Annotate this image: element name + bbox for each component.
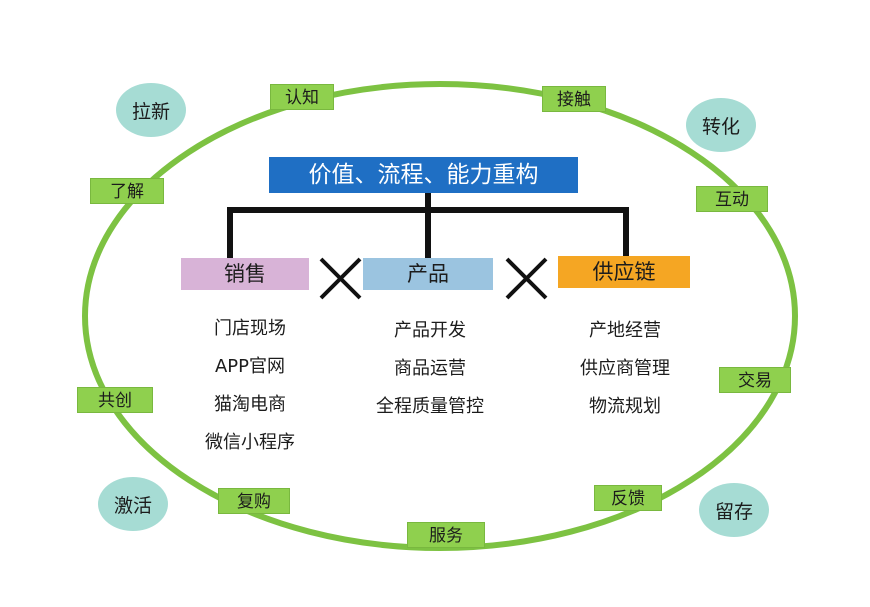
category-supply-chain: 供应链 xyxy=(558,256,690,288)
diagram-title: 价值、流程、能力重构 xyxy=(269,157,578,193)
connector-tree xyxy=(227,190,629,260)
list-item: 门店现场 xyxy=(214,318,286,339)
ring-tag-interaction: 互动 xyxy=(696,186,768,212)
list-item: 微信小程序 xyxy=(205,432,295,453)
bubble-acquisition: 拉新 xyxy=(116,83,186,137)
bubble-activation: 激活 xyxy=(98,477,168,531)
cycle-ring xyxy=(82,81,798,551)
ring-tag-awareness: 认知 xyxy=(270,84,334,110)
ring-tag-transaction: 交易 xyxy=(719,367,791,393)
list-item: 商品运营 xyxy=(394,358,466,379)
list-item: 产品开发 xyxy=(394,320,466,341)
list-item: 物流规划 xyxy=(589,396,661,417)
ring-tag-service: 服务 xyxy=(407,522,485,548)
supply-chain-item-list: 产地经营 供应商管理 物流规划 xyxy=(550,312,700,426)
ring-tag-feedback: 反馈 xyxy=(594,485,662,511)
product-item-list: 产品开发 商品运营 全程质量管控 xyxy=(350,312,510,426)
list-item: 供应商管理 xyxy=(580,358,670,379)
category-sales: 销售 xyxy=(181,258,309,290)
ring-tag-repurchase: 复购 xyxy=(218,488,290,514)
ring-tag-contact: 接触 xyxy=(542,86,606,112)
bubble-retention: 留存 xyxy=(699,483,769,537)
list-item: 产地经营 xyxy=(589,320,661,341)
sales-item-list: 门店现场 APP官网 猫淘电商 微信小程序 xyxy=(180,310,320,462)
ring-tag-cocreation: 共创 xyxy=(77,387,153,413)
list-item: 全程质量管控 xyxy=(376,396,484,417)
category-product: 产品 xyxy=(363,258,493,290)
cross-icon xyxy=(319,257,362,300)
list-item: 猫淘电商 xyxy=(214,394,286,415)
list-item: APP官网 xyxy=(214,356,286,377)
cross-icon xyxy=(505,257,548,300)
bubble-conversion: 转化 xyxy=(686,98,756,152)
ring-tag-understand: 了解 xyxy=(90,178,164,204)
